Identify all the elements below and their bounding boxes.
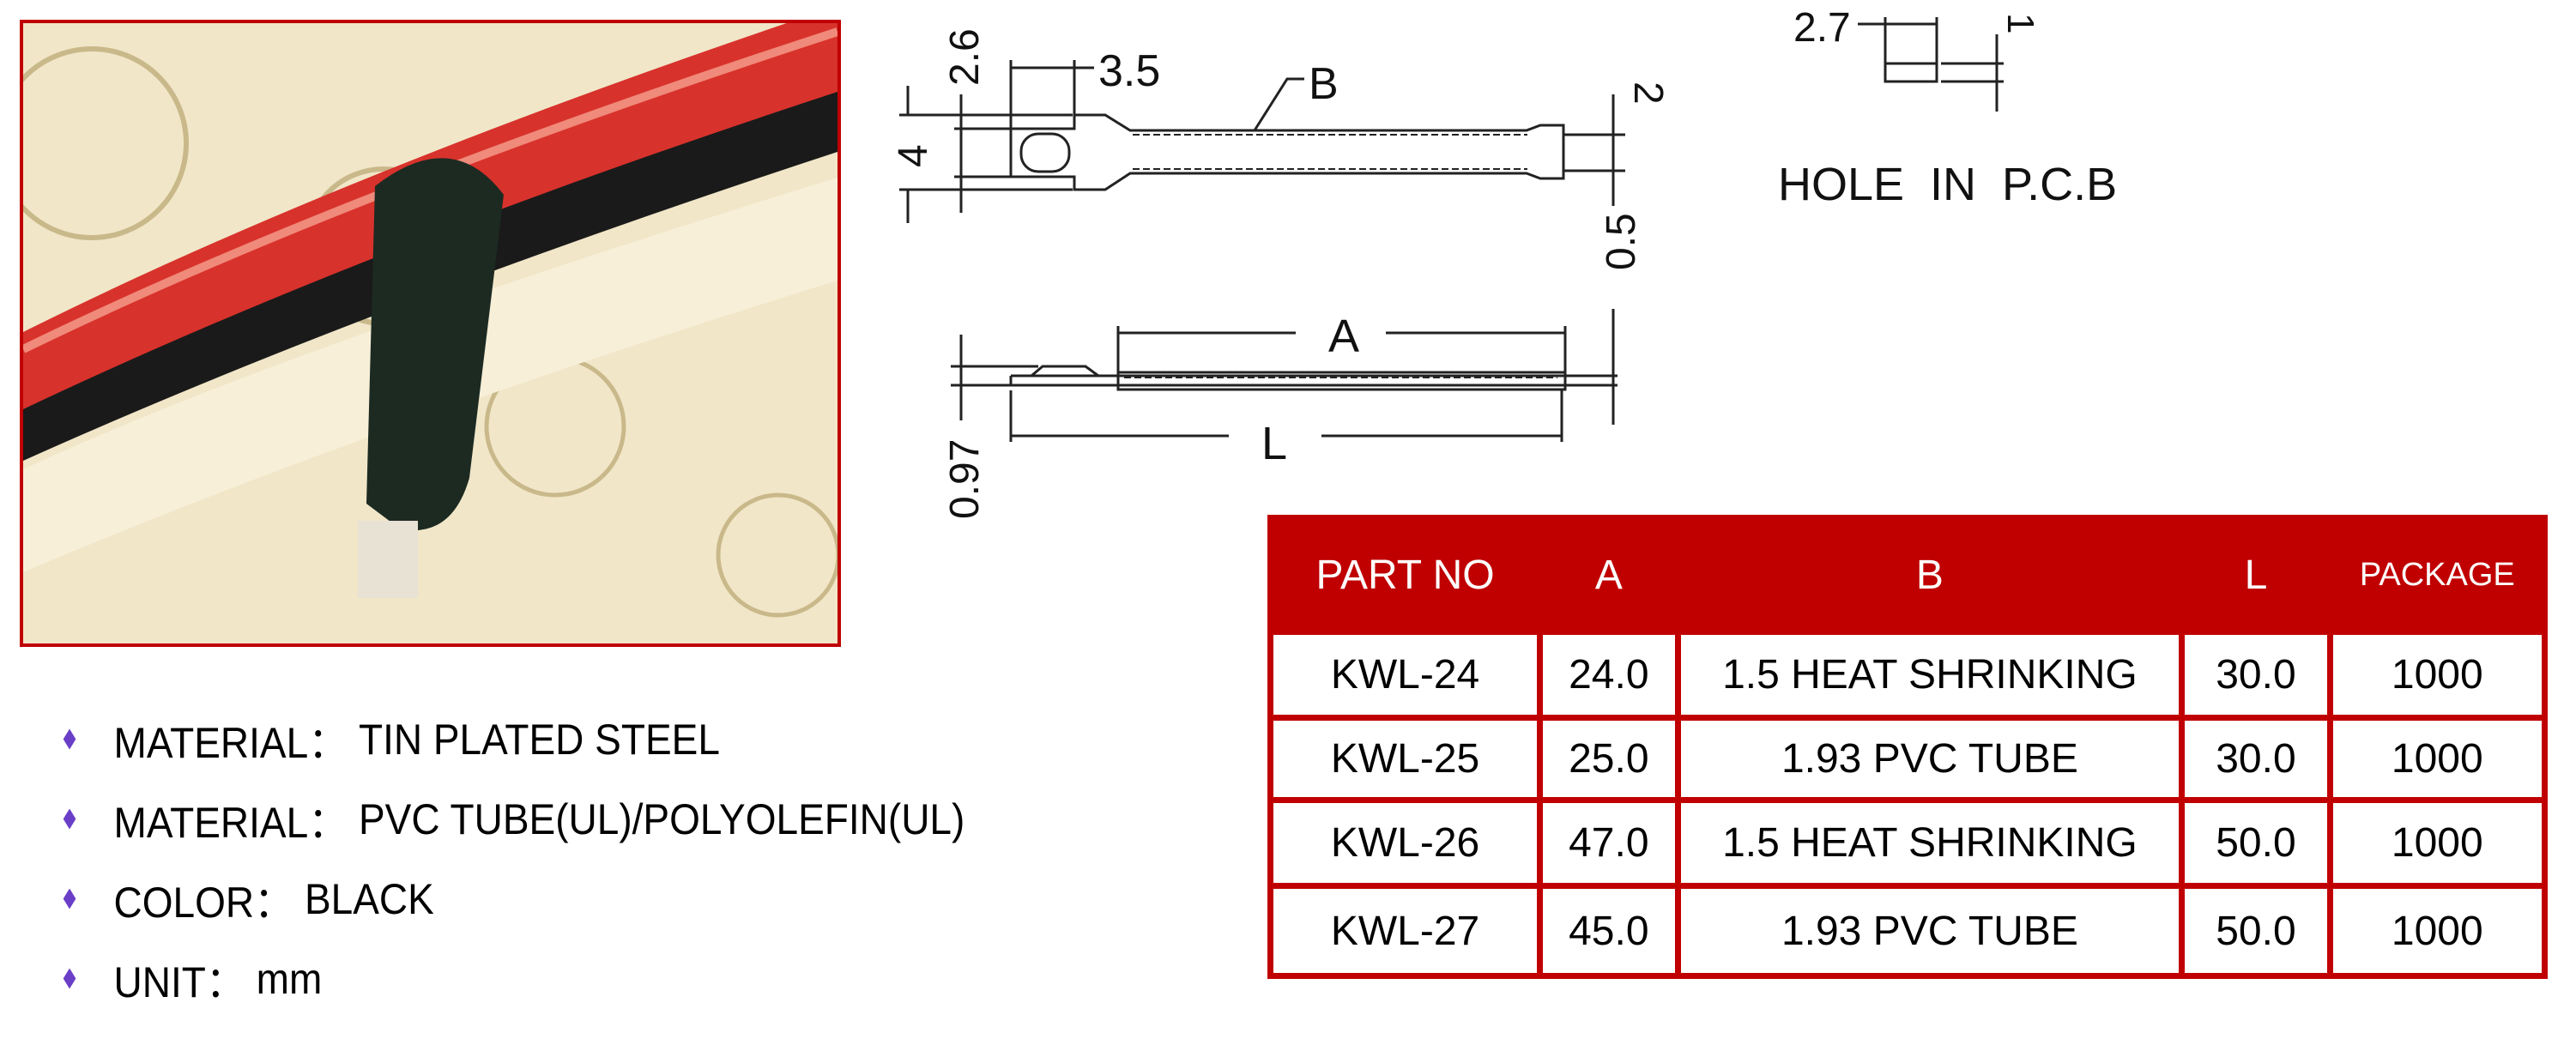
label-b: B [1309,59,1339,109]
hole-caption: HOLE IN P.C.B [1778,159,2117,210]
cell-b: 1.93 PVC TUBE [1674,883,2186,979]
header-l: L [2179,515,2333,635]
cell-part-no: KWL-24 [1267,629,1544,721]
cell-part-no: KWL-25 [1267,715,1544,803]
spec-value: TIN PLATED STEEL [358,715,720,764]
spec-label: UNIT： [113,957,245,1006]
cell-b: 1.93 PVC TUBE [1674,715,2186,803]
dim-2-6: 2.6 [942,28,988,86]
cell-b: 1.5 HEAT SHRINKING [1674,797,2186,889]
header-a: A [1537,515,1681,635]
spec-label: MATERIAL： [113,718,348,767]
cell-package: 1000 [2326,629,2549,721]
cell-l: 50.0 [2179,883,2333,979]
cell-a: 45.0 [1537,883,1681,979]
spec-value: PVC TUBE(UL)/POLYOLEFIN(UL) [358,794,965,843]
diamond-bullet-icon [63,968,76,989]
spec-item: MATERIAL： TIN PLATED STEEL [60,699,964,779]
cell-a: 25.0 [1537,715,1681,803]
spec-label: MATERIAL： [113,798,348,847]
cell-a: 24.0 [1537,629,1681,721]
cell-a: 47.0 [1537,797,1681,889]
table-row: KWL-24 24.0 1.5 HEAT SHRINKING 30.0 1000 [1267,629,2549,721]
wire-clip-on-pcb-image [23,23,838,643]
product-photo [20,20,841,647]
header-package: PACKAGE [2326,515,2549,635]
header-b: B [1674,515,2186,635]
cell-part-no: KWL-27 [1267,883,1544,979]
cell-l: 30.0 [2179,629,2333,721]
spec-item: COLOR： BLACK [60,859,964,939]
diamond-bullet-icon [63,888,76,909]
hole-dim-2-7: 2.7 [1793,5,1851,51]
spec-label: COLOR： [113,878,294,927]
table-row: KWL-26 47.0 1.5 HEAT SHRINKING 50.0 1000 [1267,797,2549,889]
technical-drawing: 2.6 4 3.5 B 2 A L 0.5 0.97 2.7 1 HOLE IN… [891,5,2117,519]
dim-3-5: 3.5 [1098,46,1160,96]
table-header-row: PART NO A B L PACKAGE [1267,515,2549,635]
dim-0-97: 0.97 [942,439,988,519]
spec-list: MATERIAL： TIN PLATED STEEL MATERIAL： PVC… [60,699,1043,1018]
header-part-no: PART NO [1267,515,1544,635]
pcb-hole-view [1858,17,2004,112]
cell-l: 30.0 [2179,715,2333,803]
top-view [899,60,1625,223]
diamond-bullet-icon [63,728,76,750]
cell-package: 1000 [2326,883,2549,979]
spec-value: mm [256,954,323,1003]
cell-b: 1.5 HEAT SHRINKING [1674,629,2186,721]
spec-item: UNIT： mm [60,939,964,1018]
spec-item: MATERIAL： PVC TUBE(UL)/POLYOLEFIN(UL) [60,779,964,859]
diamond-bullet-icon [63,808,76,830]
parts-table: PART NO A B L PACKAGE KWL-24 24.0 1.5 HE… [1267,515,2549,979]
cell-package: 1000 [2326,715,2549,803]
cell-l: 50.0 [2179,797,2333,889]
side-view [951,309,1618,442]
dim-4: 4 [891,144,936,167]
dim-2: 2 [1625,82,1671,105]
label-l: L [1261,418,1287,469]
cell-part-no: KWL-26 [1267,797,1544,889]
label-a: A [1328,311,1359,362]
cell-package: 1000 [2326,797,2549,889]
table-row: KWL-27 45.0 1.93 PVC TUBE 50.0 1000 [1267,883,2549,979]
dim-0-5: 0.5 [1599,213,1644,270]
table-row: KWL-25 25.0 1.93 PVC TUBE 30.0 1000 [1267,715,2549,803]
hole-dim-1: 1 [1999,13,2041,33]
spec-value: BLACK [304,874,434,923]
